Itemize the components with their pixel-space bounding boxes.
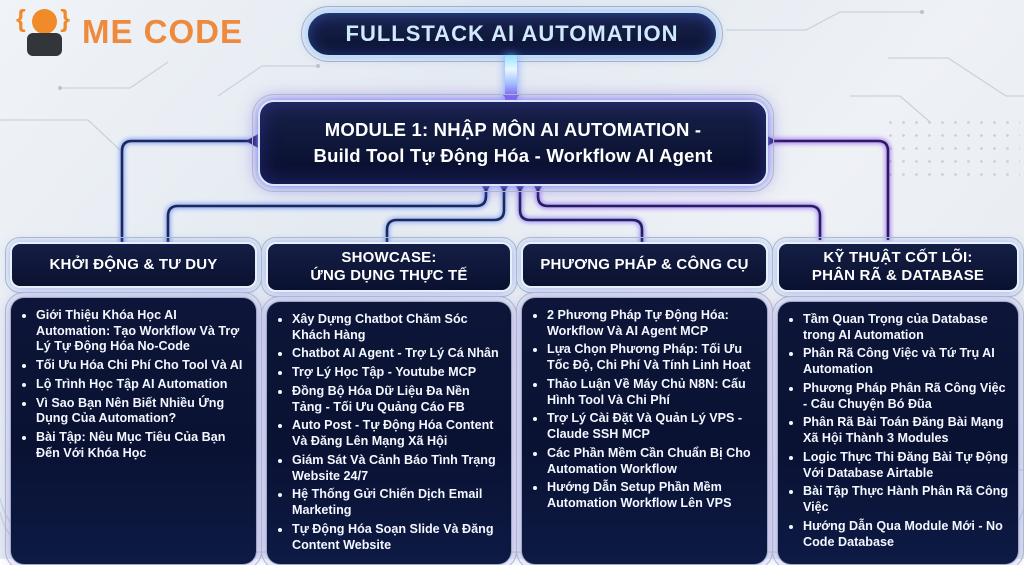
bullet-item: Trợ Lý Học Tập - Youtube MCP: [292, 365, 503, 381]
left-brace-glyph: {: [16, 5, 26, 33]
bullet-list: Giới Thiệu Khóa Học AI Automation: Tạo W…: [17, 308, 248, 462]
column-showcase: SHOWCASE: ỨNG DỤNG THỰC TẾ Xây Dựng Chat…: [261, 237, 517, 565]
column-body: Giới Thiệu Khóa Học AI Automation: Tạo W…: [5, 291, 262, 565]
bullet-list: Xây Dựng Chatbot Chăm Sóc Khách HàngChat…: [273, 312, 503, 553]
bullet-item: Chatbot AI Agent - Trợ Lý Cá Nhân: [292, 346, 503, 362]
branch-columns: KHỞI ĐỘNG & TƯ DUY Giới Thiệu Khóa Học A…: [5, 237, 1024, 565]
logo-body-shape: [27, 33, 62, 56]
module-title: MODULE 1: NHẬP MÔN AI AUTOMATION - Build…: [313, 119, 713, 166]
bullet-item: Auto Post - Tự Động Hóa Content Và Đăng …: [292, 418, 503, 449]
bullet-item: 2 Phương Pháp Tự Động Hóa: Workflow Và A…: [547, 308, 759, 339]
bullet-item: Bài Tập: Nêu Mục Tiêu Của Bạn Đến Với Kh…: [36, 430, 248, 461]
bullet-item: Hướng Dẫn Qua Module Mới - No Code Datab…: [803, 519, 1010, 550]
main-title-banner: FULLSTACK AI AUTOMATION: [301, 6, 723, 62]
column-body: 2 Phương Pháp Tự Động Hóa: Workflow Và A…: [516, 291, 773, 565]
module-card: MODULE 1: NHẬP MÔN AI AUTOMATION - Build…: [252, 94, 774, 192]
bullet-item: Logic Thực Thi Đăng Bài Tự Động Với Data…: [803, 450, 1010, 481]
bullet-item: Lựa Chọn Phương Pháp: Tối Ưu Tốc Độ, Chi…: [547, 342, 759, 373]
column-header: KHỞI ĐỘNG & TƯ DUY: [5, 237, 262, 293]
bullet-item: Giám Sát Và Cảnh Báo Tình Trạng Website …: [292, 453, 503, 484]
bullet-item: Hệ Thống Gửi Chiến Dịch Email Marketing: [292, 487, 503, 518]
column-body: Tầm Quan Trọng của Database trong AI Aut…: [772, 295, 1024, 565]
dot-grid-decor: [884, 116, 1020, 178]
bullet-item: Trợ Lý Cài Đặt Và Quản Lý VPS - Claude S…: [547, 411, 759, 442]
bullet-item: Giới Thiệu Khóa Học AI Automation: Tạo W…: [36, 308, 248, 355]
bullet-item: Đồng Bộ Hóa Dữ Liệu Đa Nền Tảng - Tối Ưu…: [292, 384, 503, 415]
bullet-item: Xây Dựng Chatbot Chăm Sóc Khách Hàng: [292, 312, 503, 343]
bullet-item: Thảo Luận Về Máy Chủ N8N: Cấu Hình Tool …: [547, 377, 759, 408]
main-title: FULLSTACK AI AUTOMATION: [345, 21, 679, 46]
column-header: KỸ THUẬT CỐT LÕI: PHÂN RÃ & DATABASE: [772, 237, 1024, 297]
column-header: PHƯƠNG PHÁP & CÔNG CỤ: [516, 237, 773, 293]
bullet-item: Tự Động Hóa Soạn Slide Và Đăng Content W…: [292, 522, 503, 553]
bullet-item: Tầm Quan Trọng của Database trong AI Aut…: [803, 312, 1010, 343]
bullet-item: Phương Pháp Phân Rã Công Việc - Câu Chuy…: [803, 381, 1010, 412]
bullet-item: Tối Ưu Hóa Chi Phí Cho Tool Và AI: [36, 358, 248, 374]
logo-head-shape: [32, 9, 57, 34]
bullet-item: Bài Tập Thực Hành Phân Rã Công Việc: [803, 484, 1010, 515]
column-ky-thuat-cot-loi: KỸ THUẬT CỐT LÕI: PHÂN RÃ & DATABASE Tầm…: [772, 237, 1024, 565]
bullet-list: Tầm Quan Trọng của Database trong AI Aut…: [784, 312, 1010, 550]
column-body: Xây Dựng Chatbot Chăm Sóc Khách HàngChat…: [261, 295, 517, 565]
bullet-item: Hướng Dẫn Setup Phần Mềm Automation Work…: [547, 480, 759, 511]
title-to-module-connector: [505, 55, 517, 103]
column-phuong-phap-cong-cu: PHƯƠNG PHÁP & CÔNG CỤ 2 Phương Pháp Tự Đ…: [516, 237, 773, 565]
right-brace-glyph: }: [60, 5, 70, 33]
bullet-list: 2 Phương Pháp Tự Động Hóa: Workflow Và A…: [528, 308, 759, 512]
logo-label: ME CODE: [82, 13, 244, 50]
column-khoi-dong-tu-duy: KHỞI ĐỘNG & TƯ DUY Giới Thiệu Khóa Học A…: [5, 237, 262, 565]
bullet-item: Các Phần Mềm Cần Chuẩn Bị Cho Automation…: [547, 446, 759, 477]
column-header: SHOWCASE: ỨNG DỤNG THỰC TẾ: [261, 237, 517, 297]
person-in-braces-icon: { }: [16, 5, 72, 58]
bullet-item: Lộ Trình Học Tập AI Automation: [36, 377, 248, 393]
bullet-item: Vì Sao Bạn Nên Biết Nhiều Ứng Dụng Của A…: [36, 396, 248, 427]
logo: { } ME CODE: [16, 5, 244, 58]
bullet-item: Phân Rã Bài Toán Đăng Bài Mạng Xã Hội Th…: [803, 415, 1010, 446]
bullet-item: Phân Rã Công Việc và Tứ Trụ AI Automatio…: [803, 346, 1010, 377]
